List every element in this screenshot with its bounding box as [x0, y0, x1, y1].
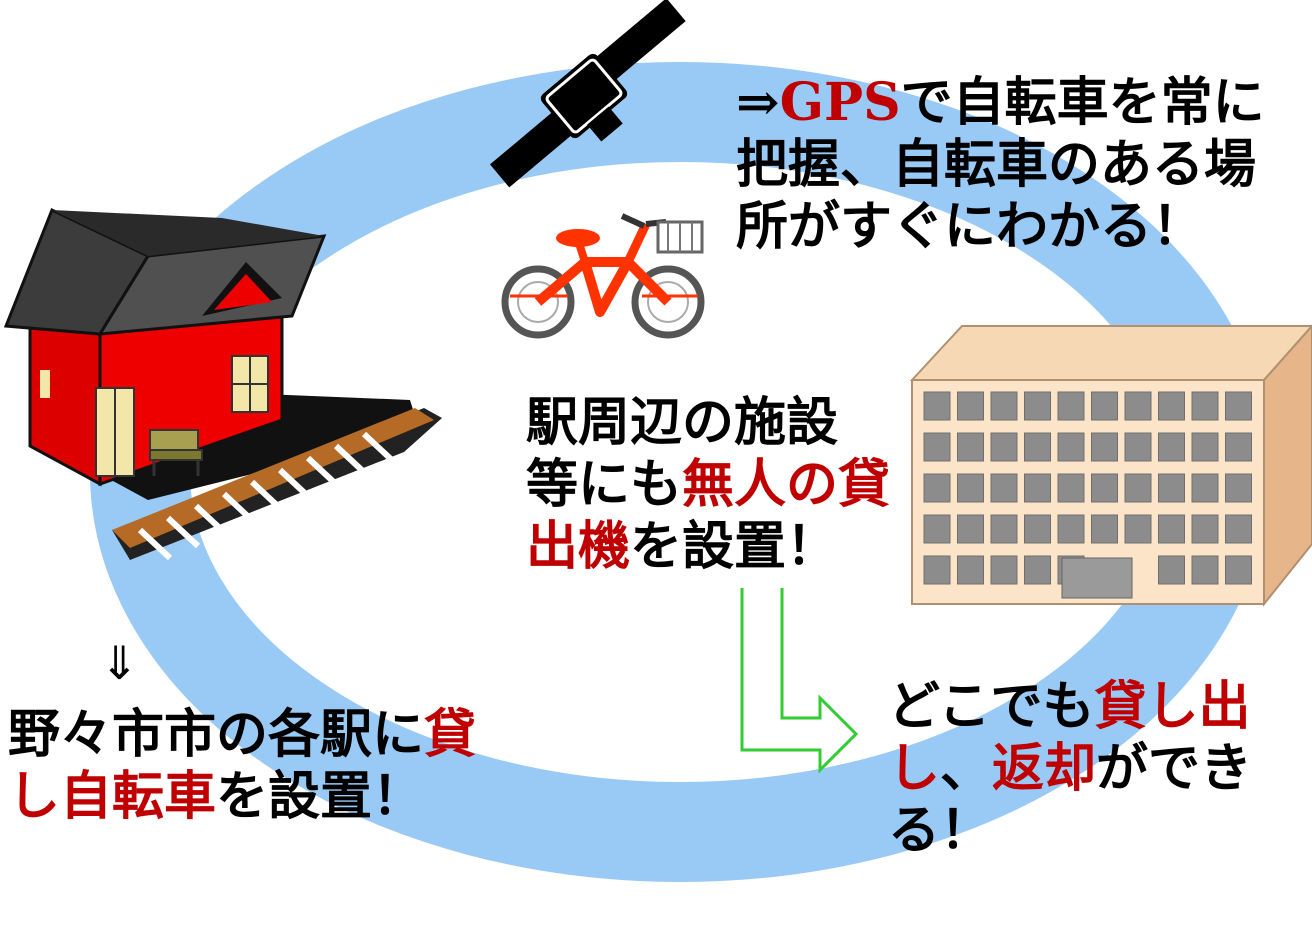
building-window [1024, 473, 1051, 503]
facility-line-2-highlight: 無人の貸 [682, 455, 891, 515]
return-line-1-text: どこでも [888, 677, 1095, 737]
building-window [1158, 432, 1185, 462]
bent-arrow-icon [740, 588, 859, 774]
building-window [957, 473, 984, 503]
gps-line-2: 把握、自転車のある場 [736, 135, 1257, 195]
building-window [1091, 514, 1118, 544]
building-window [1191, 473, 1219, 503]
building-window [1057, 432, 1085, 462]
building-window [1124, 473, 1152, 503]
facility-line-2: 等にも無人の貸 [526, 454, 890, 516]
building-window [923, 555, 951, 585]
building-window [1124, 514, 1152, 544]
station-line-2-highlight: し自転車 [8, 767, 217, 827]
building-window [957, 514, 984, 544]
bicycle-icon [501, 213, 705, 339]
building-window [990, 391, 1018, 421]
building-window [957, 432, 984, 462]
building-window [1191, 432, 1219, 462]
return-line-3: る！ [888, 801, 993, 861]
facility-description: 駅周辺の施設 等にも無人の貸 出機を設置！ [526, 392, 890, 578]
building-window [1057, 473, 1085, 503]
building-window [923, 432, 951, 462]
facility-line-2-text: 等にも [526, 455, 683, 515]
building-window [1191, 391, 1219, 421]
building-window [923, 391, 951, 421]
building-window [990, 555, 1018, 585]
building-window [1024, 555, 1051, 585]
building-window [1091, 391, 1118, 421]
down-double-arrow-icon: ⇓ [100, 636, 139, 690]
building-window [1225, 473, 1252, 503]
building-window [990, 473, 1018, 503]
station-line-2: し自転車を設置！ [8, 766, 476, 828]
building-window [1024, 391, 1051, 421]
building-window [1091, 473, 1118, 503]
return-line-2: し、返却ができ [888, 738, 1252, 800]
return-line-2-comma: 、 [940, 739, 993, 799]
building-window [1024, 514, 1051, 544]
gps-line-3: 所がすぐにわかる！ [736, 197, 1205, 257]
building-window [1158, 473, 1185, 503]
return-line-1-highlight: 貸し出 [1094, 677, 1251, 737]
building-window [990, 432, 1018, 462]
office-building-icon [909, 324, 1312, 607]
station-description: 野々市市の各駅に貸 し自転車を設置！ [8, 704, 476, 828]
building-window [923, 473, 951, 503]
building-window [1225, 391, 1252, 421]
satellite-icon [489, 0, 686, 188]
gps-line-1: ⇒GPSで自転車を常に [736, 72, 1265, 134]
building-window [957, 555, 984, 585]
facility-line-3-text: を設置！ [630, 517, 839, 577]
building-window [1158, 555, 1185, 585]
building-window [1191, 555, 1219, 585]
building-window [1225, 555, 1252, 585]
building-window [1225, 432, 1252, 462]
facility-line-3-highlight: 出機 [526, 517, 631, 577]
return-line-2-text: ができ [1096, 739, 1253, 799]
station-line-1: 野々市市の各駅に貸 [8, 704, 476, 766]
right-arrow-symbol: ⇒ [736, 72, 780, 133]
building-window [1124, 432, 1152, 462]
station-house-icon [3, 207, 442, 561]
return-line-1: どこでも貸し出 [888, 676, 1252, 738]
station-line-2-text: を設置！ [216, 767, 425, 827]
gps-line-1-text: で自転車を常に [900, 73, 1265, 133]
building-window [1057, 391, 1085, 421]
gps-term: GPS [779, 72, 901, 133]
building-window [1057, 514, 1085, 544]
building-window [1158, 391, 1185, 421]
building-window [1091, 432, 1118, 462]
return-line-2-highlight-a: し [888, 739, 941, 799]
building-window [957, 391, 984, 421]
building-window [1191, 514, 1219, 544]
station-line-1-highlight: 貸 [424, 705, 477, 765]
gps-description: ⇒GPSで自転車を常に 把握、自転車のある場 所がすぐにわかる！ [736, 72, 1265, 258]
building-window [1124, 391, 1152, 421]
building-window [990, 514, 1018, 544]
facility-line-1: 駅周辺の施設 [526, 393, 839, 453]
building-window [1024, 432, 1051, 462]
station-line-1-text: 野々市市の各駅に [8, 705, 425, 765]
return-description: どこでも貸し出 し、返却ができ る！ [888, 676, 1252, 862]
building-window [1225, 514, 1252, 544]
building-window [923, 514, 951, 544]
facility-line-3: 出機を設置！ [526, 516, 890, 578]
return-line-2-highlight-b: 返却 [992, 739, 1097, 799]
building-window [1158, 514, 1185, 544]
window-grid [923, 391, 1252, 585]
